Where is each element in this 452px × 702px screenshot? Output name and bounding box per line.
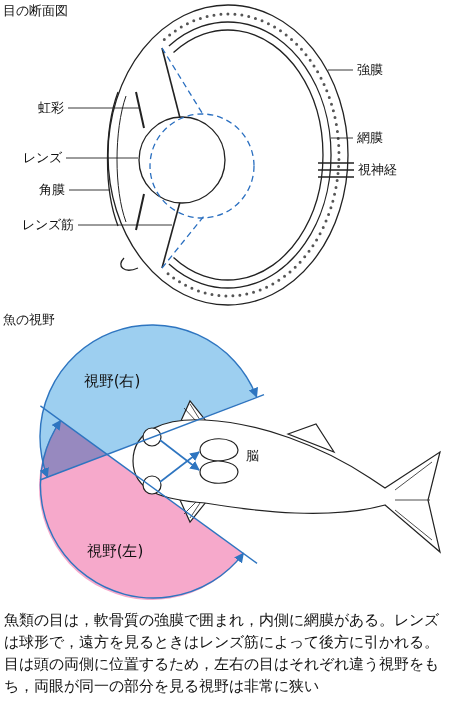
optic-path-arrow [160,452,199,482]
leader-line [66,158,138,159]
field-label: 視野(左) [87,542,144,560]
brain-lobe [200,439,238,461]
cornea [108,92,119,226]
leader-line [68,108,140,109]
lens [139,117,225,203]
field-label: 視野(右) [84,372,141,390]
field-boundary [40,406,257,564]
figure-title: 目の断面図 [3,3,68,19]
lens-muscle [162,202,180,268]
leader-line [331,138,353,139]
cornea-inner [117,96,126,222]
caption: 魚類の目は，軟骨質の強膜で囲まれ，内側に網膜がある。レンズは球形で，遠方を見ると… [4,609,448,697]
part-name: 脳 [246,448,259,464]
part-name: 角膜 [39,182,65,198]
optic-path-arrow [160,440,199,470]
part-name: 虹彩 [38,100,64,116]
fish-body [133,420,440,552]
iris [136,92,144,128]
leader-line [69,190,110,191]
leader-line [328,70,353,71]
lens-muscle-pulled [162,216,204,268]
lens-rear-position [150,114,254,218]
lens-muscle [162,48,180,118]
eyelid-edge [121,258,138,270]
sclera-outline [108,5,348,305]
part-name: 網膜 [357,130,383,146]
lens-muscle-pulled [162,48,204,116]
field-boundary [40,395,264,480]
part-name: 視神経 [358,162,397,178]
leader-line [78,225,172,226]
figure-heading: 魚の視野 [3,312,55,328]
part-name: 強膜 [357,62,383,78]
part-name: レンズ [23,150,62,166]
brain-lobe [200,461,238,483]
part-name: レンズ筋 [22,217,74,233]
optic-nerve [318,163,354,177]
tail-rays [395,462,432,540]
